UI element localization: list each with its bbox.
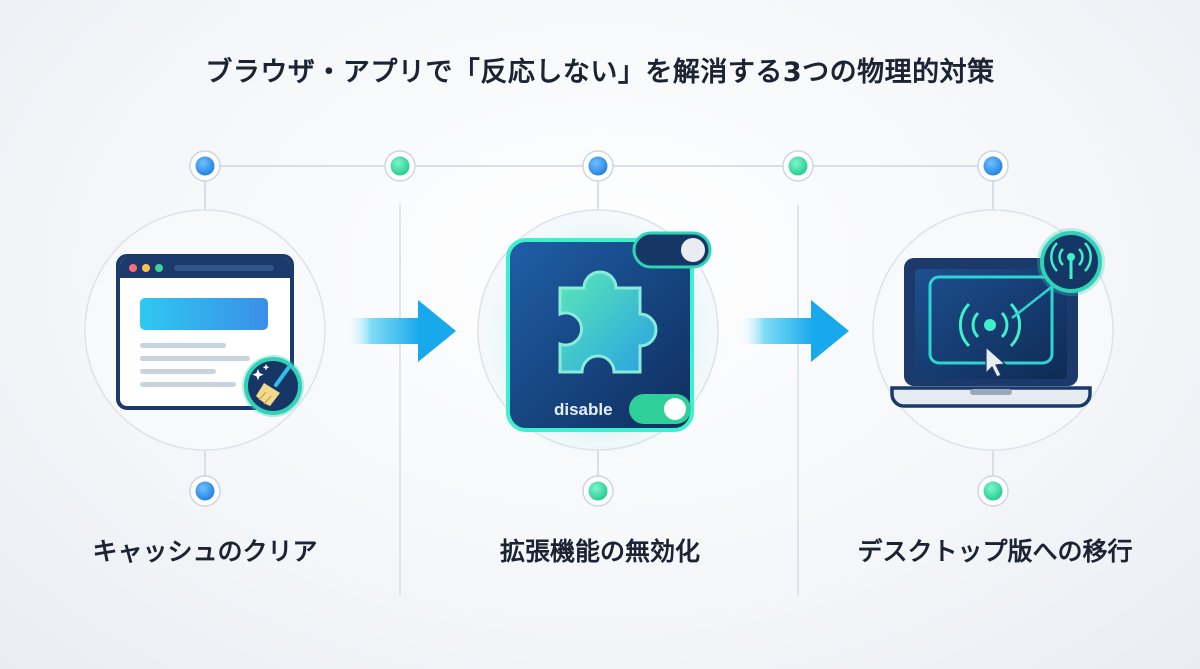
toggle-switch-icon xyxy=(632,231,712,269)
step-label-desktop-migration: デスクトップ版への移行 xyxy=(857,537,1133,566)
top-nodes xyxy=(189,150,1009,182)
bottom-nodes xyxy=(189,450,1009,507)
node-dot xyxy=(977,150,1009,182)
node-dot xyxy=(977,475,1009,507)
step-label-cache-clear: キャッシュのクリア xyxy=(92,537,318,566)
cursor-icon xyxy=(985,345,1007,378)
node-dot xyxy=(189,150,221,182)
column-dividers xyxy=(399,205,799,595)
node-dot xyxy=(582,475,614,507)
node-dot xyxy=(189,475,221,507)
page-title: ブラウザ・アプリで「反応しない」を解消する3つの物理的対策 xyxy=(205,57,995,88)
toggle-label: disable xyxy=(554,400,613,419)
wifi-signal-icon xyxy=(958,302,1022,348)
step-label-disable-extensions: 拡張機能の無効化 xyxy=(499,537,700,566)
arrow-right-icon xyxy=(738,300,849,362)
arrow-right-icon xyxy=(345,300,456,362)
node-dot xyxy=(782,150,814,182)
puzzle-piece-icon xyxy=(558,270,658,374)
laptop-broadcast-icon xyxy=(890,228,1105,408)
node-dot xyxy=(384,150,416,182)
puzzle-piece-toggle-icon: disable xyxy=(490,222,712,452)
broom-icon xyxy=(242,355,304,417)
node-dot xyxy=(582,150,614,182)
browser-window-broom-icon xyxy=(116,254,304,417)
toggle-switch-icon xyxy=(629,394,691,424)
broadcast-icon xyxy=(1037,228,1105,296)
